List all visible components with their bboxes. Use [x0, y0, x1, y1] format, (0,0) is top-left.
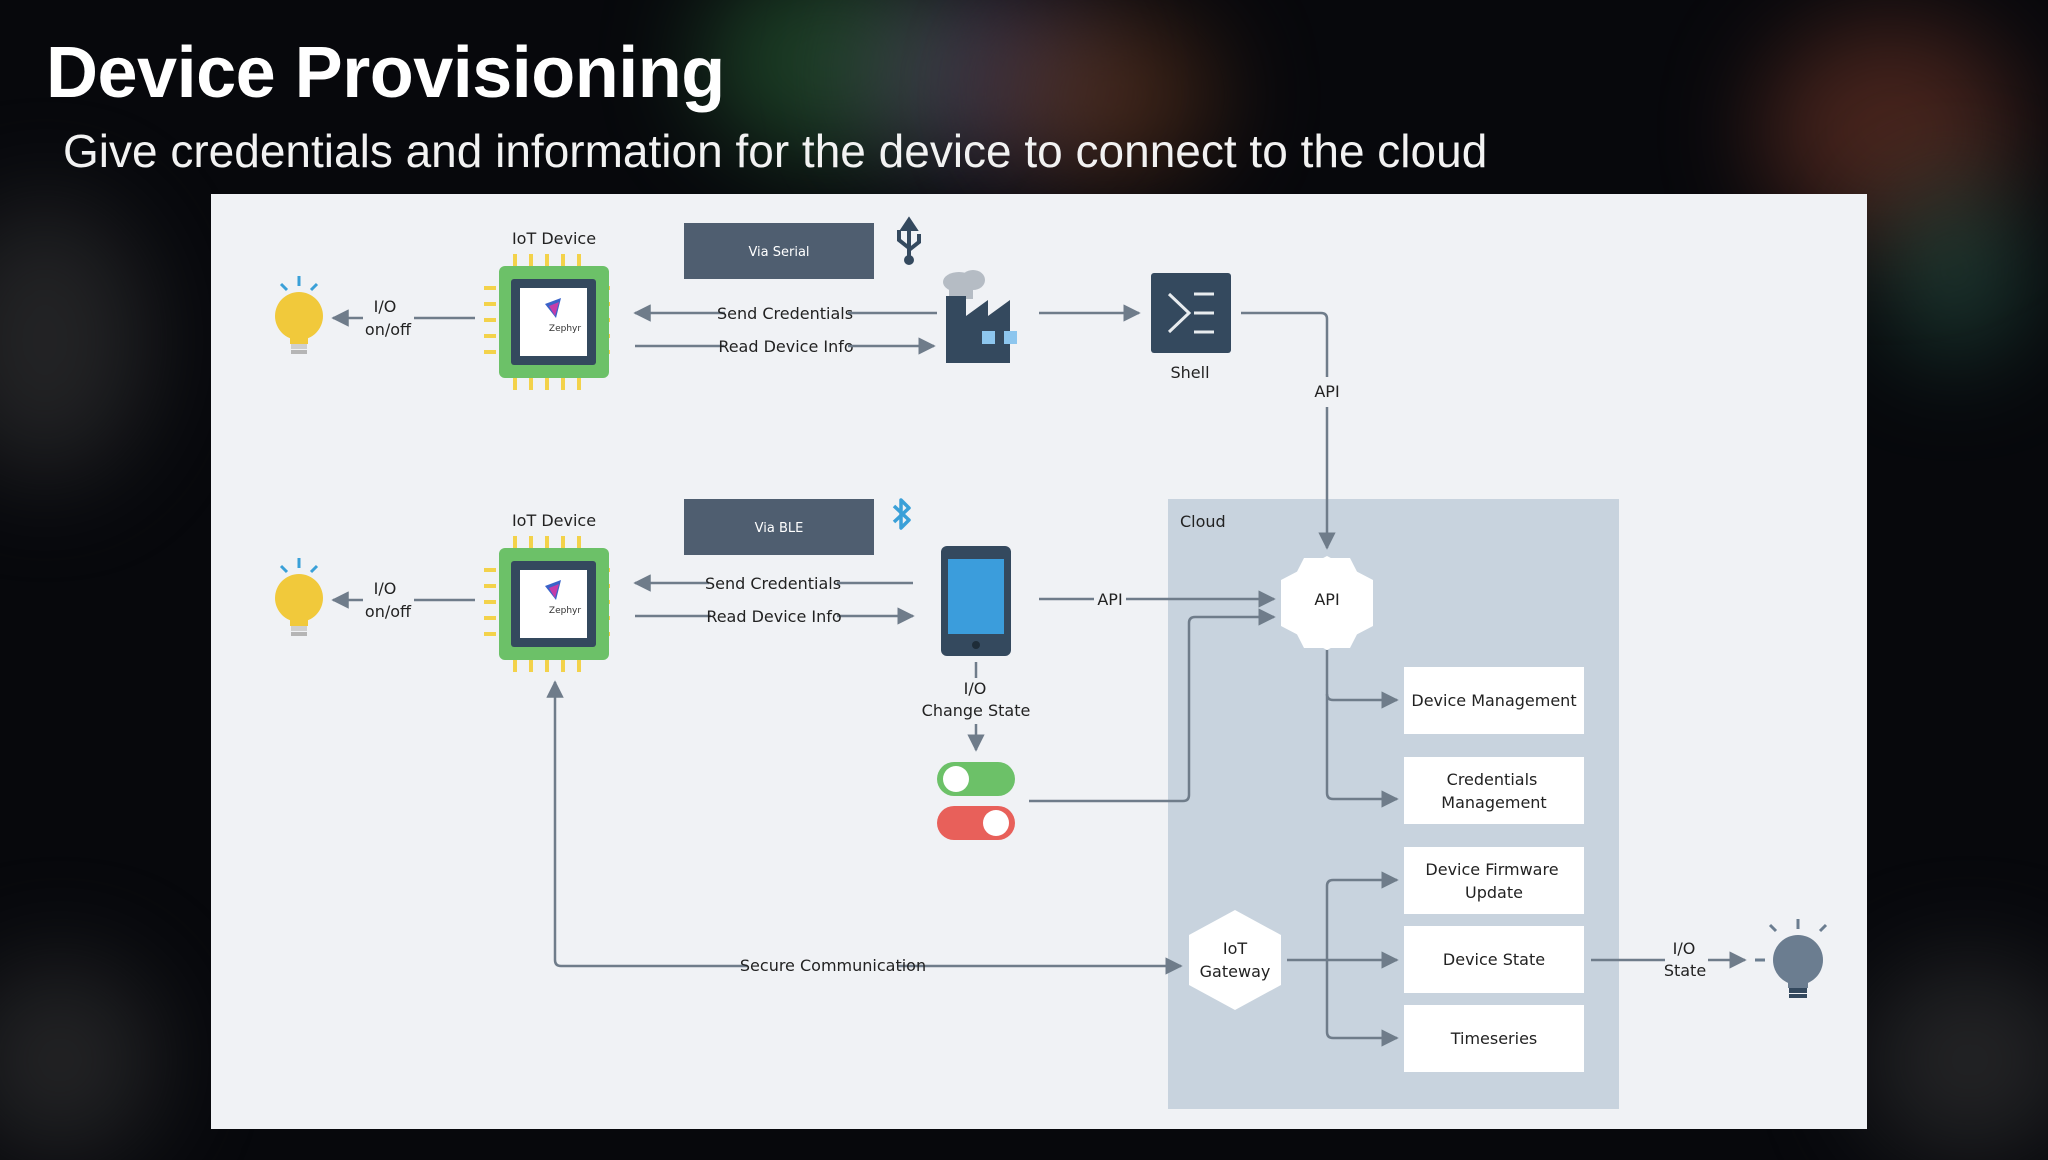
service-label: Timeseries — [1450, 1029, 1538, 1048]
service-label: Credentials — [1447, 770, 1538, 789]
service-label: Update — [1465, 883, 1523, 902]
io-label: I/O — [374, 297, 397, 316]
arrow — [1029, 608, 1276, 803]
service-label: Device Firmware — [1425, 860, 1558, 879]
label-bg — [709, 572, 837, 594]
tablet-icon — [941, 546, 1011, 656]
secure-communication-label: Secure Communication — [740, 956, 926, 975]
device-state-box — [1404, 926, 1584, 993]
timeseries-box — [1404, 1005, 1584, 1072]
light-bulb-icon — [275, 276, 323, 354]
bokeh — [0, 200, 150, 480]
service-label: Device State — [1443, 950, 1545, 969]
iot-gateway-hexagon — [1189, 910, 1281, 1010]
gateway-label: IoT — [1223, 939, 1248, 958]
send-credentials-label: Send Credentials — [717, 304, 853, 323]
api-label: API — [1097, 590, 1122, 609]
slide-title: Device Provisioning — [46, 33, 725, 113]
via-ble-label: Via BLE — [755, 521, 804, 536]
io-change-state-label: Change State — [922, 701, 1031, 720]
connector — [1241, 311, 1329, 377]
bokeh — [1000, 10, 1220, 180]
api-label: API — [1314, 382, 1339, 401]
usb-icon — [897, 216, 921, 265]
send-credentials-label: Send Credentials — [705, 574, 841, 593]
bokeh — [0, 960, 160, 1160]
device-management-box — [1404, 667, 1584, 734]
arrow — [546, 680, 1183, 975]
iot-device-label: IoT Device — [512, 511, 596, 530]
shell-label: Shell — [1170, 363, 1209, 382]
read-device-info-label: Read Device Info — [706, 607, 841, 626]
io-label: I/O — [964, 679, 987, 698]
io-state-label: State — [1664, 961, 1706, 980]
diagram-panel: Cloud I/O on/off IoT Device Zephyr Via S… — [211, 194, 1867, 1129]
via-serial-label: Via Serial — [748, 245, 809, 260]
bokeh — [1860, 960, 2048, 1160]
chip-logo-text: Zephyr — [549, 324, 581, 334]
chip-logo-text: Zephyr — [549, 606, 581, 616]
api-hexagon — [1281, 556, 1373, 650]
arrow — [1325, 960, 1399, 1047]
arrow — [1325, 871, 1399, 960]
cloud-label: Cloud — [1180, 512, 1226, 531]
device-firmware-update-box — [1404, 847, 1584, 914]
label-bg — [711, 605, 837, 627]
arrow — [1325, 694, 1399, 808]
factory-icon — [943, 270, 1017, 363]
io-label: I/O — [374, 579, 397, 598]
slide-subtitle: Give credentials and information for the… — [63, 125, 1488, 177]
io-onoff-label: on/off — [365, 320, 412, 339]
toggle-switch-off-icon — [937, 806, 1015, 840]
read-device-info-label: Read Device Info — [718, 337, 853, 356]
light-bulb-icon — [275, 558, 323, 636]
iot-chip-icon: Zephyr — [484, 254, 610, 390]
credentials-management-box — [1404, 757, 1584, 824]
label-bg — [1094, 588, 1126, 610]
provisioning-diagram: Cloud I/O on/off IoT Device Zephyr Via S… — [275, 216, 1828, 1109]
via-serial-box — [684, 223, 874, 279]
shell-icon — [1151, 273, 1231, 353]
gateway-label: Gateway — [1200, 962, 1271, 981]
io-label: I/O — [1673, 939, 1696, 958]
toggle-switch-on-icon — [937, 762, 1015, 796]
iot-chip-icon: Zephyr — [484, 536, 610, 672]
via-ble-box — [684, 499, 874, 555]
bokeh — [1880, 180, 2030, 360]
io-onoff-label: on/off — [365, 602, 412, 621]
service-label: Management — [1441, 793, 1546, 812]
bluetooth-icon — [892, 498, 911, 530]
api-node-label: API — [1314, 590, 1339, 609]
light-bulb-off-icon — [1755, 919, 1828, 998]
iot-device-label: IoT Device — [512, 229, 596, 248]
service-label: Device Management — [1411, 691, 1576, 710]
label-bg — [747, 955, 897, 977]
